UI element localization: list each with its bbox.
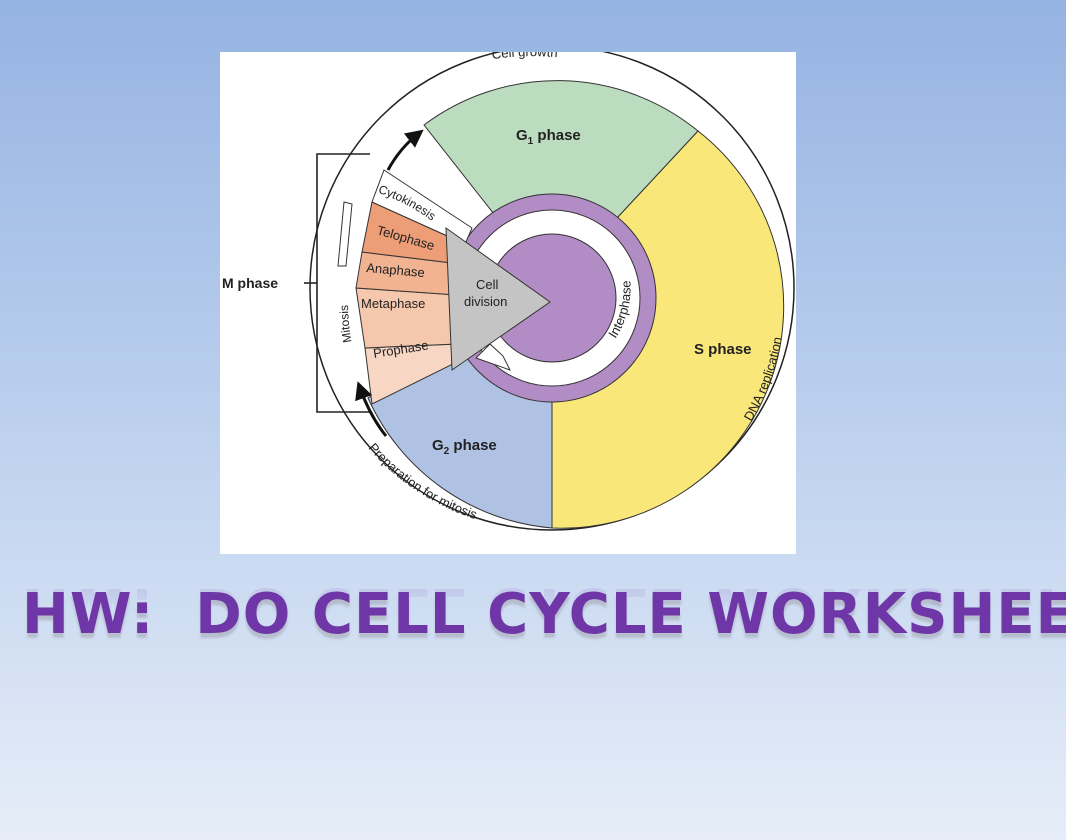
interphase-arrow — [475, 343, 512, 371]
cell-cycle-diagram: Cell growth G1 phase S phase DNA replica… — [220, 52, 796, 554]
slide-title: HW: DO CELL CYCLE WORKSHEET — [22, 582, 1066, 647]
s-phase-label: S phase — [694, 341, 752, 358]
g1-arrow — [386, 129, 424, 171]
g1-phase-label: G1 phase — [516, 127, 581, 147]
g2-phase-label: G2 phase — [432, 437, 497, 457]
metaphase-label: Metaphase — [361, 296, 425, 311]
mitosis-label: Mitosis — [337, 305, 354, 344]
g1-phase-sector — [423, 80, 699, 289]
g2-arrow — [355, 381, 388, 437]
cell-division-label-line2: division — [464, 294, 507, 309]
mitosis-bracket — [337, 201, 353, 267]
cell-division-triangle — [445, 227, 551, 371]
anaphase-label: Anaphase — [366, 260, 426, 280]
cell-division-label-line1: Cell — [476, 277, 499, 292]
cell-growth-label: Cell growth — [491, 52, 558, 62]
m-phase-label: M phase — [222, 275, 278, 291]
